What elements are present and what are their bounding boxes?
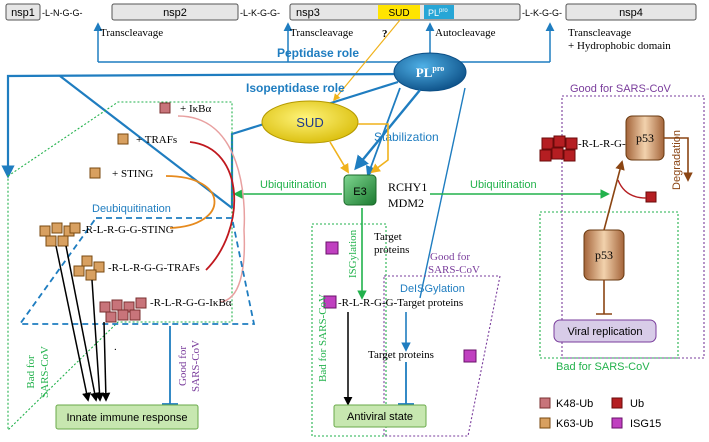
autocleavage-label: Autocleavage [435, 27, 496, 39]
k63-ub-trafs [117, 133, 129, 145]
middle-purple-region [383, 275, 501, 437]
k48-chain-ikba [99, 297, 147, 323]
middle-good-label-1: Good for [430, 251, 470, 263]
right-chain-label: -R-L-R-G-G- [578, 138, 638, 150]
link1-label: -L-N-G-G- [42, 8, 83, 18]
ikba-chain-label: -R-L-R-G-G-IκBα [150, 297, 232, 309]
viral-replication-box [553, 319, 657, 343]
sud-node-label: SUD [296, 115, 323, 130]
peptidase-role-label: Peptidase role [277, 46, 359, 60]
stabilization-label: Stabilization [374, 130, 439, 144]
right-good-label: Good for SARS-CoV [570, 83, 672, 95]
trafs-chain-label: -R-L-R-G-G-TRAFs [108, 262, 200, 274]
e3-node-label: E3 [353, 186, 366, 198]
sting-substrate-label: + STING [112, 168, 153, 180]
antiviral-box [333, 404, 427, 428]
right-purple-region [561, 95, 705, 359]
left-bad-label-2: SARS-CoV [39, 346, 51, 398]
left-bad-label: Bad for [25, 355, 37, 389]
transcleavage-label-2: Transcleavage [290, 27, 353, 39]
deubiquitination-region [18, 217, 256, 325]
innate-immune-box [55, 404, 199, 430]
plpro-node [393, 52, 467, 92]
plpro-node-label: PLpro [416, 64, 444, 80]
nsp1-label: nsp1 [11, 7, 35, 19]
k63-chain-sting [39, 222, 81, 247]
ubiquitination-left-label: Ubiquitination [260, 179, 327, 191]
legend-k48-swatch [539, 397, 551, 409]
transcleavage-label-1: Transcleavage [100, 27, 163, 39]
nsp3-label: nsp3 [296, 7, 320, 19]
legend-ub-swatch [611, 397, 623, 409]
p53-top-label: p53 [636, 131, 654, 145]
left-good-label-2: SARS-CoV [190, 340, 202, 392]
ikba-substrate-label: + IκBα [180, 103, 211, 115]
isg15-conjugated [323, 295, 337, 309]
link2-label: -L-K-G-G- [240, 8, 280, 18]
mdm2-label: MDM2 [388, 196, 424, 210]
ub-single [645, 191, 657, 203]
legend-k48-label: K48-Ub [556, 398, 593, 410]
nsp4-label: nsp4 [619, 7, 643, 19]
rchy1-label: RCHY1 [388, 180, 427, 194]
left-dotted-region [7, 101, 233, 432]
k48-ub-ikba [159, 102, 171, 114]
legend-isg15-label: ISG15 [630, 418, 661, 430]
sud-domain-box [378, 5, 420, 19]
plpro-domain-box [424, 5, 454, 19]
plpro-domain-label: PLpro [428, 8, 448, 18]
target-proteins-top-2: proteins [374, 244, 409, 256]
k63-chain-trafs [73, 255, 105, 281]
trafs-substrate-label: + TRAFs [136, 134, 177, 146]
middle-bad-label: Bad for SARS-CoV [317, 294, 329, 382]
p53-bottom-label: p53 [595, 248, 613, 262]
nsp2-box [111, 3, 239, 21]
legend-k63-label: K63-Ub [556, 418, 593, 430]
nsp2-label: nsp2 [163, 7, 187, 19]
sting-chain-label: -R-L-R-G-G-STING [82, 224, 174, 236]
isg15-released [463, 349, 477, 363]
isgylation-label: ISGylation [347, 229, 359, 278]
nsp4-box [565, 3, 697, 21]
legend-isg15-swatch [611, 417, 623, 429]
left-dot: . [114, 341, 117, 353]
ubiquitination-right-label: Ubiquitination [470, 179, 537, 191]
right-bad-label: Bad for SARS-CoV [556, 361, 650, 373]
antiviral-label: Antiviral state [347, 411, 413, 423]
innate-immune-label: Innate immune response [66, 412, 187, 424]
nsp1-box [5, 3, 41, 21]
degradation-label: Degradation [671, 130, 683, 190]
target-proteins-top-1: Target [374, 231, 402, 243]
k63-ub-sting [89, 167, 101, 179]
sud-node [261, 100, 359, 144]
target-proteins-label: Target proteins [368, 349, 434, 361]
viral-replication-label: Viral replication [567, 326, 642, 338]
isg15-free [325, 241, 339, 255]
hydrophobic-label: + Hydrophobic domain [568, 40, 671, 52]
legend-k63-swatch [539, 417, 551, 429]
deisgylation-label: DeISGylation [400, 283, 465, 295]
link3-label: -L-K-G-G- [522, 8, 562, 18]
isg-chain-label: -R-L-R-G-G-Target proteins [338, 297, 463, 309]
transcleavage-label-3: Transcleavage [568, 27, 631, 39]
e3-node [343, 174, 377, 206]
sud-domain-label: SUD [388, 8, 409, 19]
middle-good-label-2: SARS-CoV [428, 264, 480, 276]
question-mark: ? [382, 28, 388, 40]
k48-chain-p53 [539, 135, 578, 162]
deubiquitination-label: Deubiquitination [92, 203, 171, 215]
isopeptidase-role-label: Isopeptidase role [246, 81, 345, 95]
left-good-label: Good for [177, 346, 189, 386]
legend-ub-label: Ub [630, 398, 644, 410]
